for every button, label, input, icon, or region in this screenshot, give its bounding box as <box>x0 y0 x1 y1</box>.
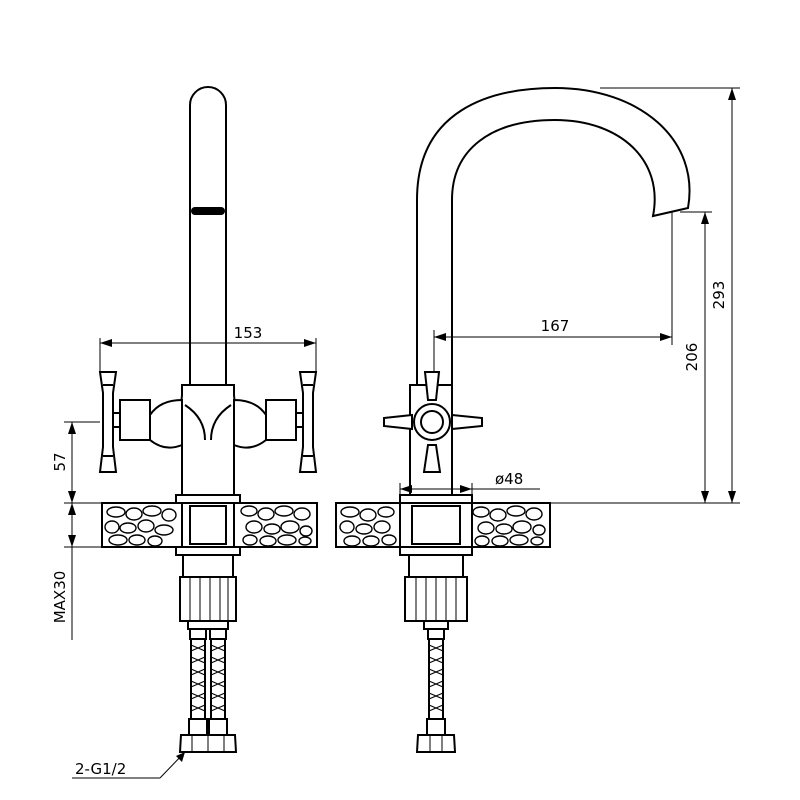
spout-reach-label: 167 <box>541 317 570 335</box>
braided-hose-right <box>415 628 457 753</box>
body-height-label: 57 <box>51 452 69 471</box>
front-view <box>98 86 318 753</box>
braided-hoses-left <box>178 628 238 753</box>
total-height-label: 293 <box>710 281 728 310</box>
dimension-lines <box>64 87 740 779</box>
cross-handle-right <box>383 371 483 473</box>
base-diameter-label: ø48 <box>495 470 523 488</box>
connection-thread-label: 2-G1/2 <box>75 760 126 778</box>
max-thickness-label: MAX30 <box>51 571 69 624</box>
dimension-labels: 153 167 206 293 57 MAX30 ø48 2-G1/2 <box>51 281 728 778</box>
countertop-right <box>335 502 551 548</box>
countertop-left <box>101 502 318 548</box>
spout-height-label: 206 <box>683 343 701 372</box>
side-view <box>335 86 691 753</box>
handle-span-label: 153 <box>234 324 263 342</box>
